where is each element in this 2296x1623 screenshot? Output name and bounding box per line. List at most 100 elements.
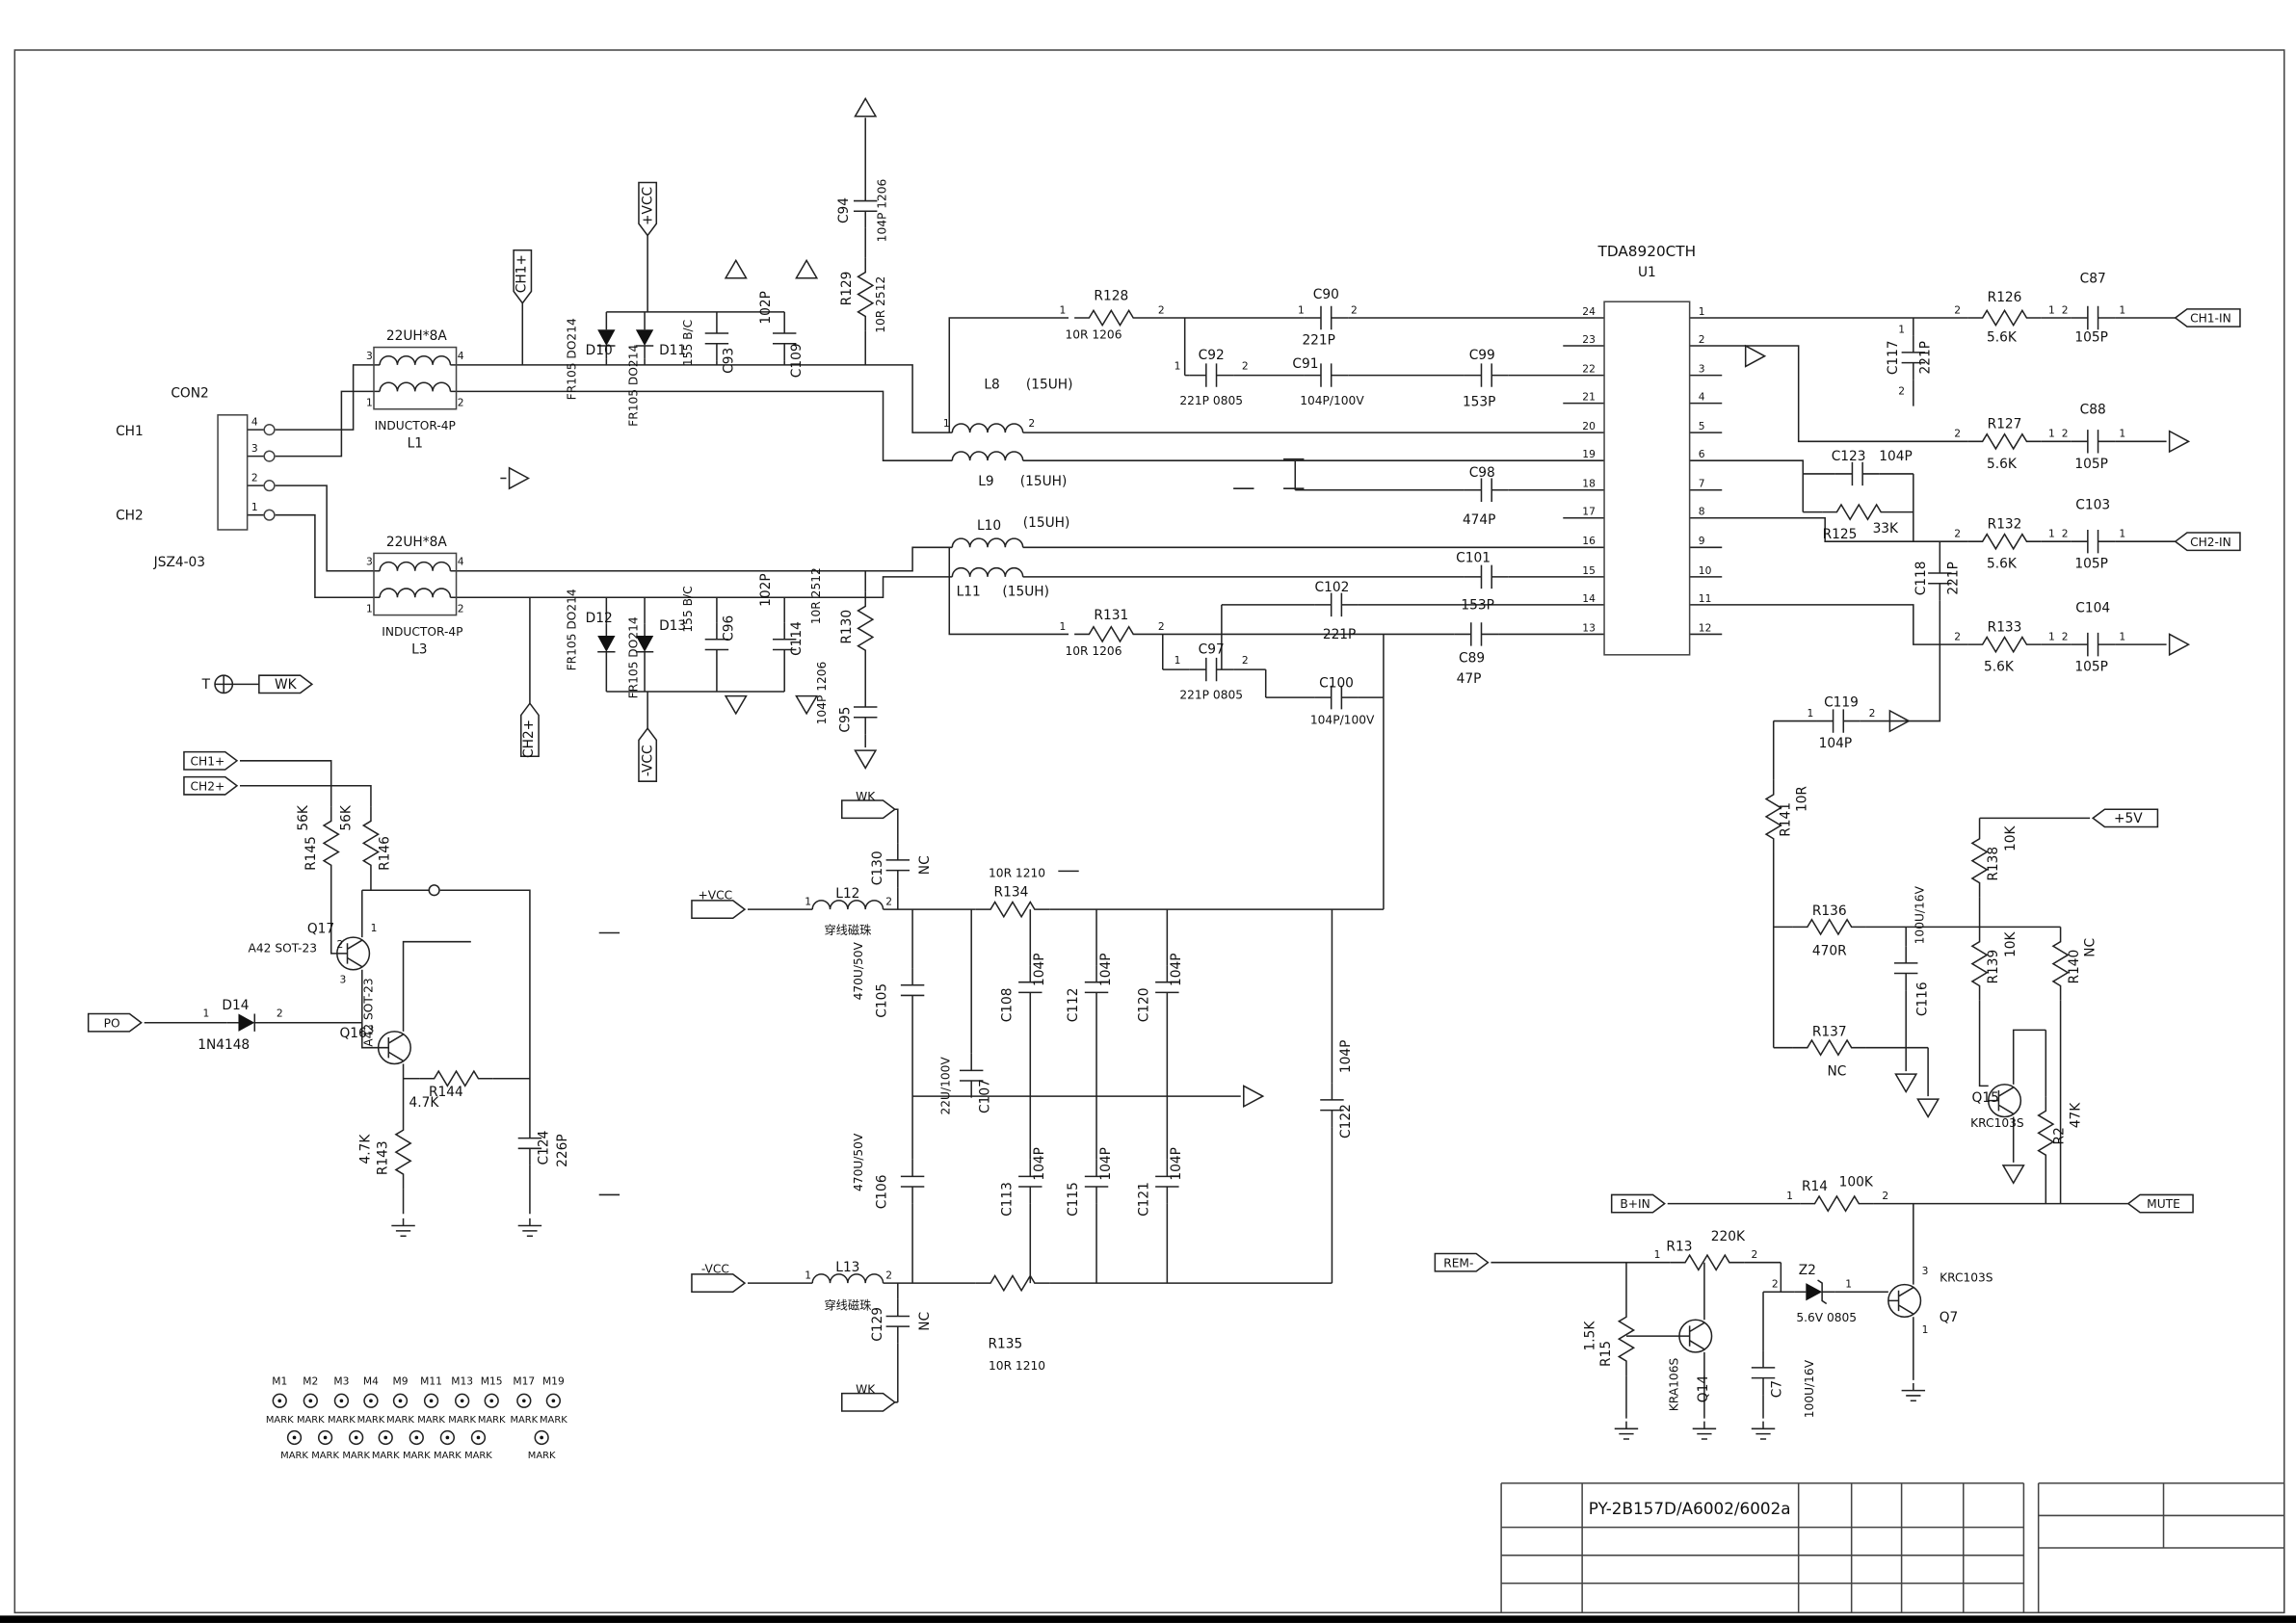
component-label: 102P [758,291,774,325]
component-label: M4 [363,1374,379,1387]
component-label: 2 [885,896,892,908]
component-label: R127 [1988,417,2022,432]
transistor-symbol [377,1031,411,1065]
component-label: CH1-IN [2190,312,2231,326]
component-label: 47P [1457,671,1482,687]
capacitor-symbol [2070,305,2116,330]
component-label: 1 [805,896,811,908]
component-label: 1 [1845,1278,1852,1291]
component-label: 22 [1582,363,1596,376]
component-label: 2 [1898,384,1905,397]
component-label: 2 [1869,707,1876,720]
component-label: M17 [513,1374,535,1387]
component-label: WK [856,1383,876,1397]
component-label: 10K [2003,825,2019,851]
component-label: MARK [417,1415,445,1426]
component-label: 105P [2074,329,2107,345]
component-label: 2 [2062,631,2069,643]
component-label: 10R 1210 [989,866,1045,879]
power-triangle-icon [2168,633,2190,656]
component-label: M3 [333,1374,349,1387]
component-label: M11 [420,1374,442,1387]
component-label: 4.7K [357,1134,373,1165]
resistor-symbol [1799,1195,1875,1212]
power-triangle-icon [854,97,877,118]
component-label: INDUCTOR-4P [375,419,456,432]
component-label: MARK [386,1415,414,1426]
component-label: M2 [303,1374,318,1387]
component-label: MARK [372,1451,400,1461]
component-label: MUTE [2147,1197,2180,1211]
component-label: 104P [1338,1040,1354,1073]
sheet-border [13,49,2285,1614]
component-label: R145 [303,836,319,871]
component-label: 221P 0805 [1179,394,1243,407]
component-label: C114 [789,621,805,656]
component-label: KRC103S [1970,1116,2024,1130]
component-label: 1 [371,922,378,934]
component-label: +VCC [699,888,733,902]
fiducial-mark [409,1429,424,1446]
fiducial-mark [470,1429,487,1446]
component-label: U1 [1638,265,1656,280]
component-label: FR105 DO214 [626,345,640,427]
component-label: +VCC [641,187,656,225]
component-label: L3 [411,641,427,657]
diode-symbol [225,1012,269,1033]
component-label: D10 [586,343,613,358]
resistor-symbol [323,805,340,881]
component-label: C120 [1137,987,1152,1022]
component-label: C106 [875,1174,890,1209]
component-label: C115 [1066,1182,1081,1217]
component-label: M13 [451,1374,473,1387]
resistor-symbol [975,901,1050,918]
component-label: C99 [1469,348,1495,363]
component-label: (15UH) [1002,585,1049,600]
component-label: 47K [2068,1102,2083,1128]
component-label: 1 [2048,303,2055,316]
component-label: 22U/100V [938,1057,952,1115]
component-label: 226P [555,1134,570,1167]
ground-symbol [1751,1420,1777,1440]
component-label: C105 [875,983,890,1018]
component-label: 104P [1032,1147,1047,1180]
title-block-part-number: PY-2B157D/A6002/6002a [1589,1499,1791,1518]
resistor-symbol [1073,626,1149,642]
capacitor-symbol [2070,429,2116,455]
component-label: C117 [1886,340,1901,375]
component-label: +5V [2114,811,2143,826]
component-label: 5 [1699,420,1705,432]
component-label: C101 [1456,551,1491,566]
power-triangle-icon [1243,1085,1264,1108]
bodies-layer [217,301,2285,1614]
component-label: 153P [1461,597,1494,613]
fiducial-mark [303,1393,318,1408]
component-label: R137 [1812,1024,1847,1039]
transformer-box [373,552,458,616]
power-triangle-icon [795,259,818,279]
component-label: 1 [1059,620,1066,633]
component-label: 104P 1206 [876,179,889,243]
capacitor-symbol [853,689,879,736]
component-label: 1 [2048,428,2055,440]
component-label: 104P [1098,1147,1114,1181]
component-label: 104P [1819,736,1853,751]
resistor-symbol [857,590,874,667]
component-label: C102 [1315,580,1350,595]
wire-net [1491,317,2176,1419]
component-label: MARK [434,1451,462,1461]
component-label: D11 [659,343,686,358]
component-label: 153P [1463,395,1496,410]
power-triangle-icon [725,259,748,279]
component-label: R139 [1986,950,2001,984]
component-label: 100K [1839,1174,1874,1190]
inductor-symbol [379,561,452,572]
component-label: CH1 [116,424,144,439]
component-label: INDUCTOR-4P [382,625,462,639]
component-label: D13 [659,618,686,634]
component-label: R146 [377,836,392,871]
component-label: 2 [2062,428,2069,440]
component-label: MARK [540,1415,567,1426]
component-label: 3 [340,973,347,985]
resistor-symbol [1670,1254,1745,1271]
